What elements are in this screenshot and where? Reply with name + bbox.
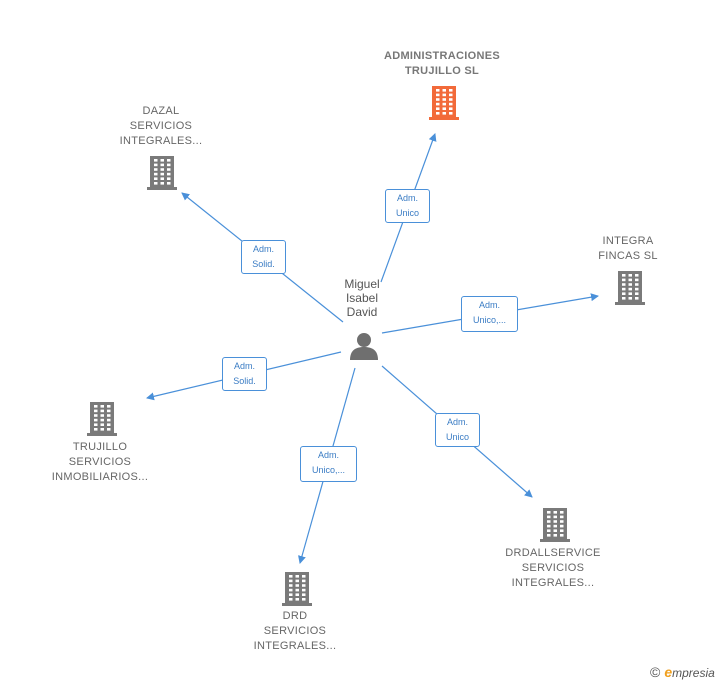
brand-name: mpresia [672, 666, 715, 680]
company-name-line: DRD [282, 610, 308, 622]
relation-label-line: Solid. [252, 259, 275, 269]
company-name-line: SERVICIOS [129, 120, 193, 132]
relation-label-line: Adm. [446, 417, 468, 427]
building-icon[interactable] [539, 506, 571, 542]
company-label-trujillo-servicios[interactable]: TRUJILLO SERVICIOS INMOBILIARIOS... [52, 440, 148, 485]
relation-label-line: Adm. [396, 193, 418, 203]
person-name-line: David [346, 305, 378, 319]
person-name[interactable]: Miguel Isabel David [344, 277, 379, 319]
relation-label-line: Unico,... [311, 465, 345, 475]
relation-label[interactable]: Adm. Solid. [222, 357, 267, 391]
company-name-line: DAZAL [142, 105, 180, 117]
company-name-line: INTEGRALES... [119, 135, 203, 147]
company-name-line: SERVICIOS [68, 456, 132, 468]
company-name-line: INTEGRALES... [253, 640, 337, 652]
person-icon[interactable] [349, 331, 379, 361]
empresia-logo[interactable]: ©empresia [650, 664, 715, 680]
company-name-line: INTEGRALES... [511, 577, 595, 589]
relation-label-line: Unico [395, 208, 419, 218]
company-name-line: TRUJILLO [72, 441, 128, 453]
building-icon[interactable] [614, 269, 646, 305]
company-label-integra-fincas[interactable]: INTEGRA FINCAS SL [598, 234, 658, 264]
building-icon[interactable] [428, 84, 460, 120]
relation-label-line: Adm. [478, 300, 500, 310]
relation-label-line: Adm. [252, 244, 274, 254]
company-name-line: ADMINISTRACIONES [383, 50, 501, 62]
company-name-line: DRDALLSERVICE [505, 547, 601, 559]
relation-label-line: Unico [445, 432, 469, 442]
company-label-administraciones-trujillo[interactable]: ADMINISTRACIONES TRUJILLO SL [384, 49, 500, 79]
company-name-line: INMOBILIARIOS... [51, 471, 149, 483]
company-name-line: TRUJILLO SL [404, 65, 480, 77]
relation-label[interactable]: Adm. Unico,... [300, 446, 357, 482]
company-name-line: SERVICIOS [263, 625, 327, 637]
relation-label-line: Adm. [233, 361, 255, 371]
relation-label-line: Solid. [233, 376, 256, 386]
relation-label[interactable]: Adm. Unico [435, 413, 480, 447]
relation-label[interactable]: Adm. Unico [385, 189, 430, 223]
company-name-line: SERVICIOS [521, 562, 585, 574]
building-icon[interactable] [146, 154, 178, 190]
relation-label-line: Unico,... [472, 315, 506, 325]
relation-label-line: Adm. [317, 450, 339, 460]
company-label-dazal[interactable]: DAZAL SERVICIOS INTEGRALES... [120, 104, 203, 149]
building-icon[interactable] [86, 400, 118, 436]
company-name-line: INTEGRA [602, 235, 654, 247]
company-label-drd[interactable]: DRD SERVICIOS INTEGRALES... [254, 609, 337, 654]
person-name-line: Miguel [344, 277, 380, 291]
copyright-symbol: © [650, 664, 661, 680]
company-name-line: FINCAS SL [598, 250, 658, 262]
company-label-drdallservice[interactable]: DRDALLSERVICE SERVICIOS INTEGRALES... [505, 546, 600, 591]
brand-initial: e [664, 664, 673, 680]
relation-label[interactable]: Adm. Unico,... [461, 296, 518, 332]
building-icon[interactable] [281, 570, 313, 606]
person-name-line: Isabel [345, 291, 379, 305]
relation-label[interactable]: Adm. Solid. [241, 240, 286, 274]
